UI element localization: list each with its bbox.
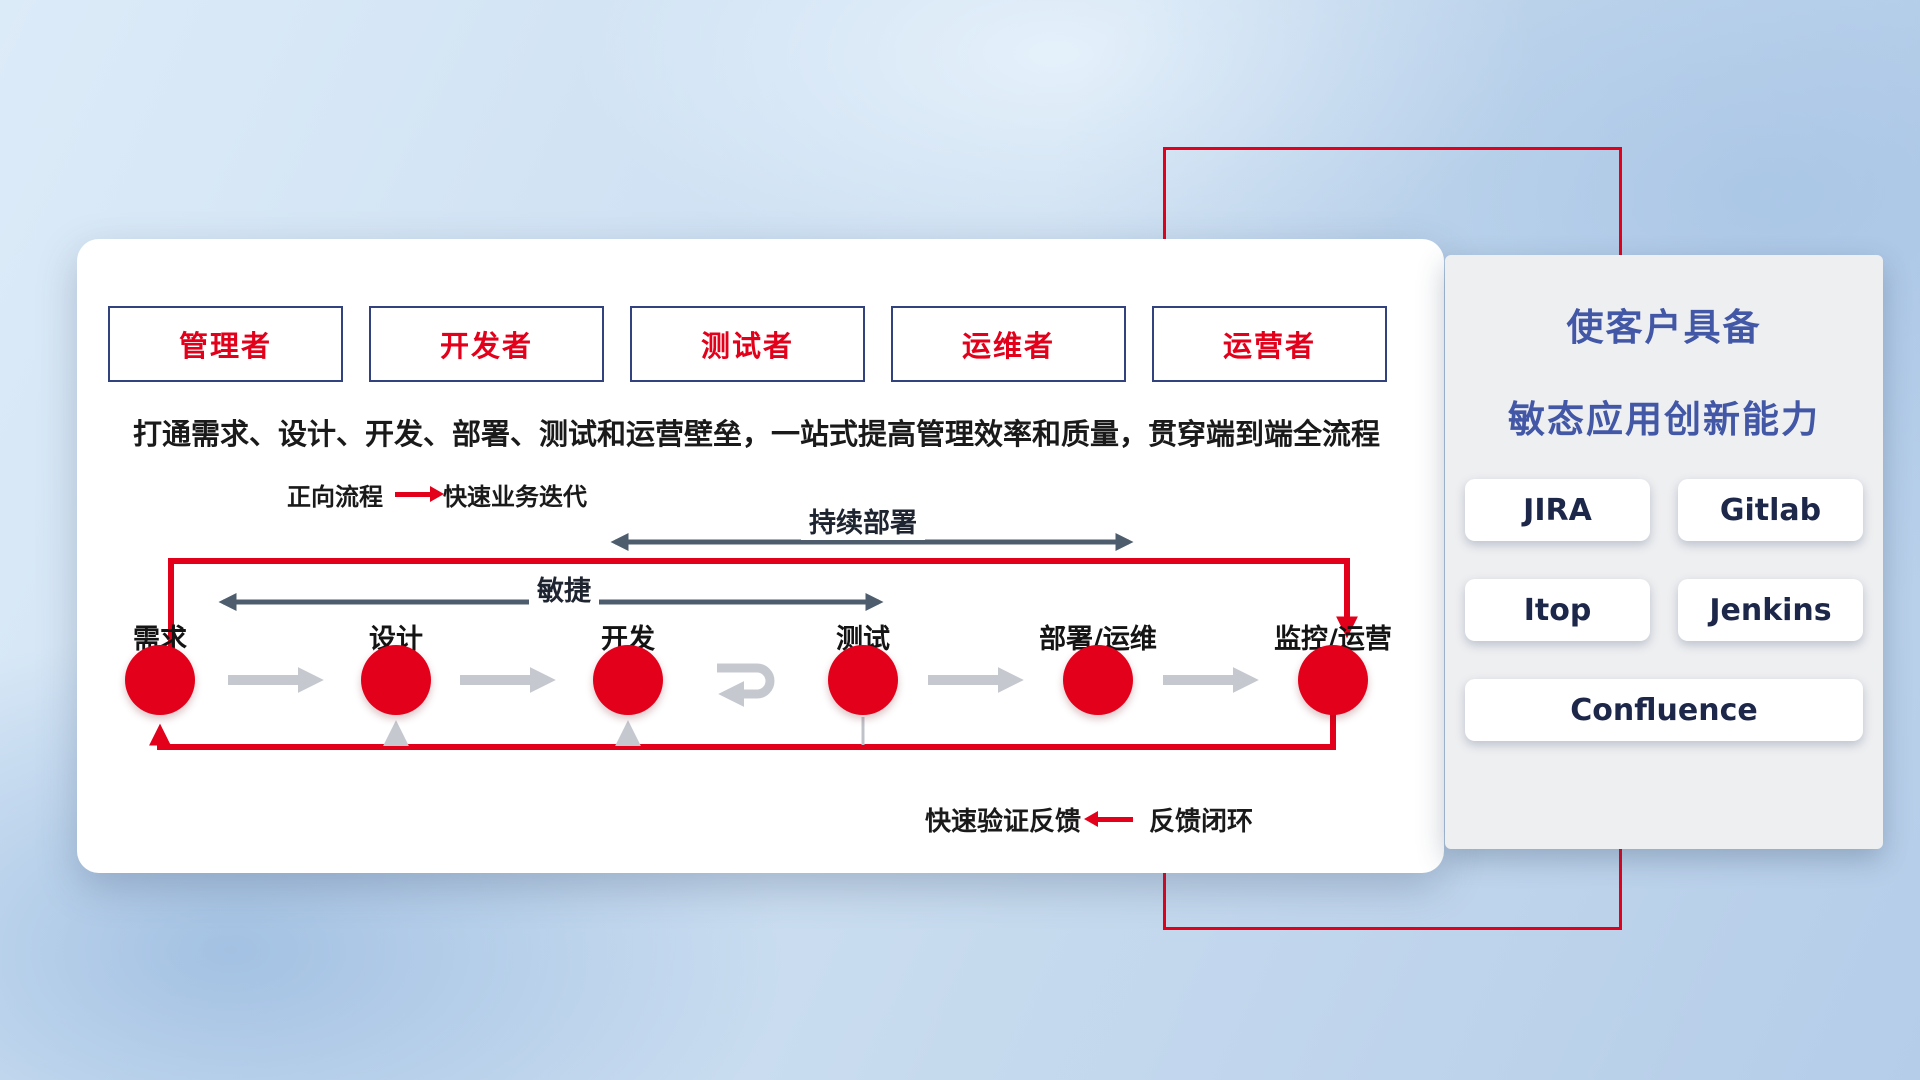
role-label: 开发者 bbox=[439, 329, 533, 363]
role-label: 测试者 bbox=[700, 329, 794, 363]
capability-title-line2: 敏态应用创新能力 bbox=[1508, 398, 1820, 441]
forward-loop-line bbox=[168, 558, 1358, 649]
feedback-loop-line bbox=[149, 713, 1336, 750]
node-circle-deploy-ops bbox=[1063, 645, 1133, 715]
role-box-manager: 管理者 bbox=[108, 306, 343, 382]
legend-feedback-value: 快速验证反馈 bbox=[925, 807, 1082, 837]
capability-panel: 使客户具备 敏态应用创新能力 JIRA Gitlab Itop Jenkins … bbox=[1445, 255, 1883, 849]
flow-description: 打通需求、设计、开发、部署、测试和运营壁垒，一站式提高管理效率和质量，贯穿端到端… bbox=[133, 417, 1381, 451]
tool-itop: Itop bbox=[1465, 579, 1650, 641]
legend-forward-value: 快速业务迭代 bbox=[443, 483, 587, 511]
iteration-loop-icon bbox=[717, 663, 775, 707]
forward-arrow-icon bbox=[395, 486, 444, 502]
tool-jira: JIRA bbox=[1465, 479, 1650, 541]
capability-title-line1: 使客户具备 bbox=[1566, 306, 1762, 349]
roles-row: 管理者 开发者 测试者 运维者 运营者 bbox=[108, 306, 1418, 382]
agile-label: 敏捷 bbox=[529, 569, 599, 608]
role-label: 运营者 bbox=[1222, 329, 1316, 363]
role-box-operator: 运营者 bbox=[1152, 306, 1387, 382]
role-box-tester: 测试者 bbox=[630, 306, 865, 382]
role-box-ops: 运维者 bbox=[891, 306, 1126, 382]
legend-forward-label: 正向流程 bbox=[287, 483, 383, 511]
legend-feedback: 快速验证反馈 反馈闭环 bbox=[925, 801, 1253, 838]
node-circle-test bbox=[828, 645, 898, 715]
role-box-developer: 开发者 bbox=[369, 306, 604, 382]
node-circle-develop bbox=[593, 645, 663, 715]
feedback-arrow-icon bbox=[1084, 811, 1134, 827]
legend-forward: 正向流程 快速业务迭代 bbox=[287, 477, 587, 512]
tool-jenkins: Jenkins bbox=[1678, 579, 1863, 641]
tool-gitlab: Gitlab bbox=[1678, 479, 1863, 541]
continuous-deployment-label: 持续部署 bbox=[801, 501, 925, 540]
node-circle-design bbox=[361, 645, 431, 715]
role-label: 管理者 bbox=[178, 329, 272, 363]
tool-confluence: Confluence bbox=[1465, 679, 1863, 741]
devops-flow-panel: 管理者 开发者 测试者 运维者 运营者 打通需求、设计、开发、部署、测试和运营壁… bbox=[77, 239, 1444, 873]
node-circle-monitor-op bbox=[1298, 645, 1368, 715]
node-circle-requirement bbox=[125, 645, 195, 715]
tools-grid: JIRA Gitlab Itop Jenkins Confluence bbox=[1465, 479, 1863, 741]
role-label: 运维者 bbox=[961, 329, 1055, 363]
legend-feedback-label: 反馈闭环 bbox=[1149, 807, 1254, 837]
